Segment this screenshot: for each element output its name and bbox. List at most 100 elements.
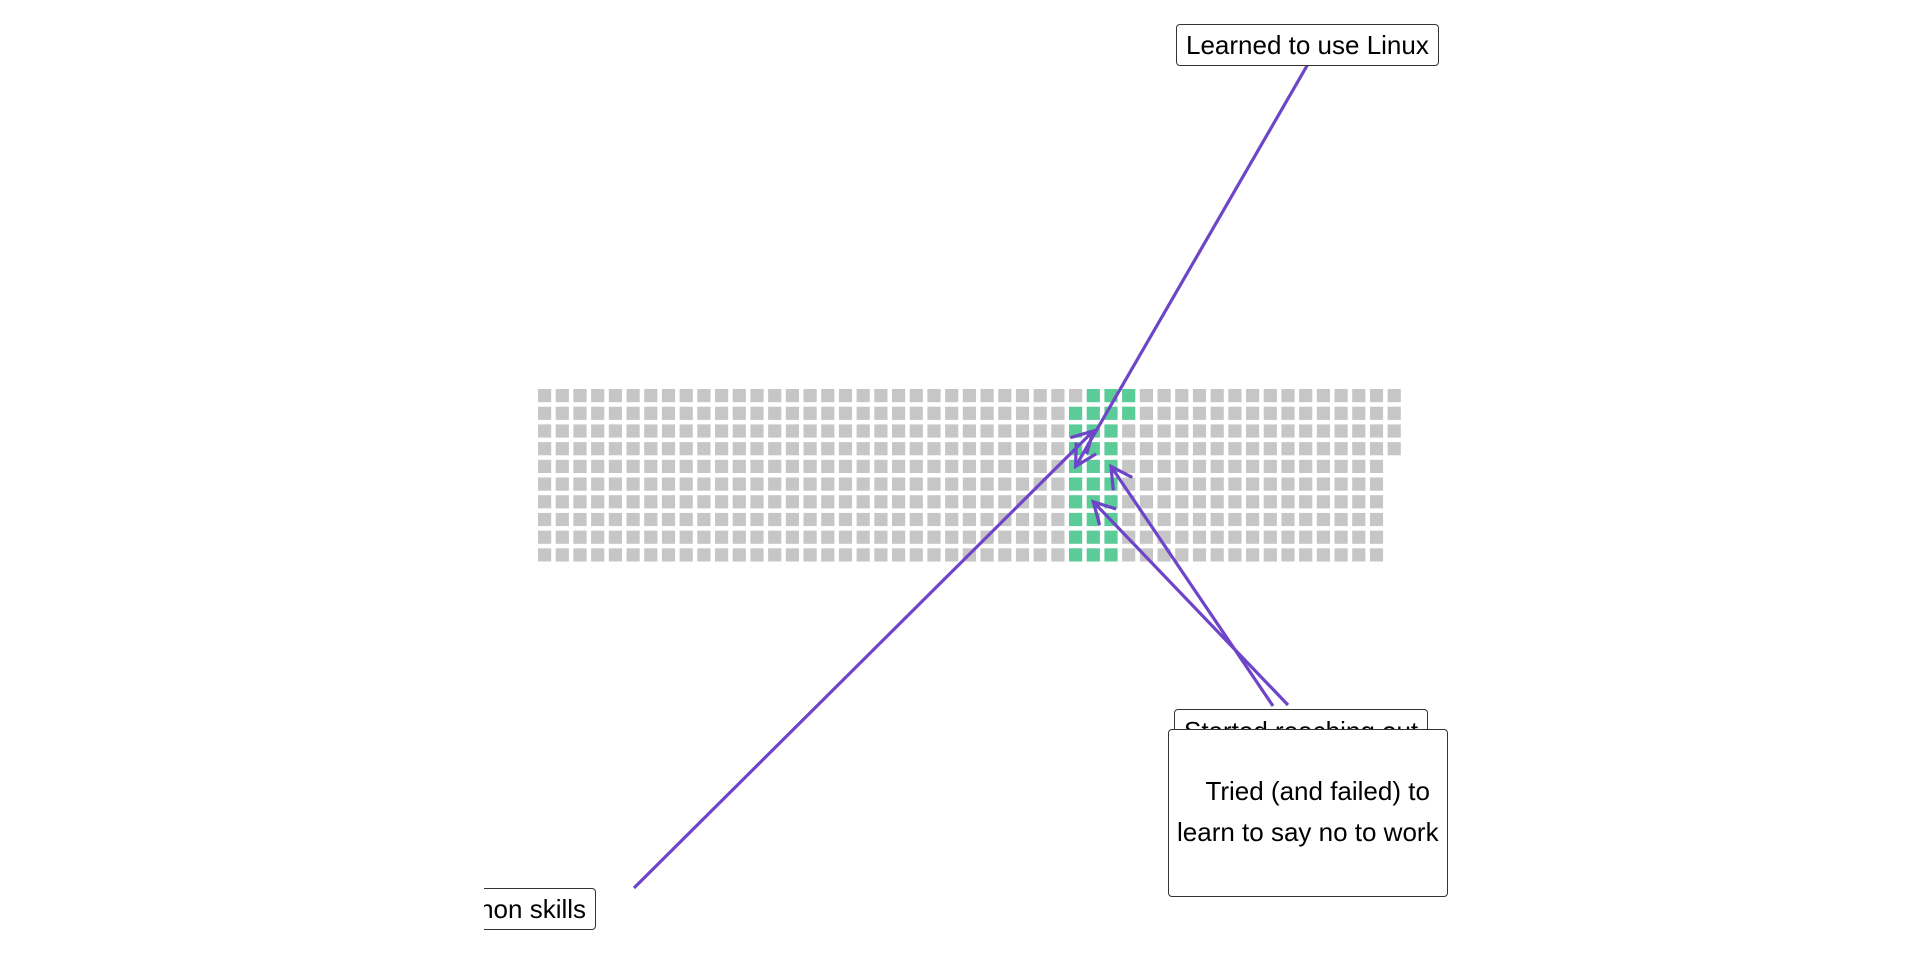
waffle-square — [538, 459, 552, 473]
waffle-square — [927, 406, 941, 420]
waffle-square — [538, 424, 552, 438]
waffle-square — [892, 548, 906, 562]
waffle-square — [1051, 495, 1065, 509]
waffle-square — [998, 406, 1012, 420]
waffle-square — [715, 406, 729, 420]
waffle-square — [980, 442, 994, 456]
waffle-square — [1228, 495, 1242, 509]
waffle-square — [661, 530, 676, 544]
waffle-square — [750, 548, 764, 562]
waffle-square — [1316, 477, 1330, 491]
waffle-square — [1122, 548, 1136, 562]
waffle-square-highlight — [1086, 477, 1100, 491]
waffle-square — [821, 530, 835, 544]
waffle-square — [715, 495, 729, 509]
waffle-square — [1316, 389, 1330, 403]
waffle-square — [1051, 442, 1065, 456]
waffle-square — [998, 459, 1012, 473]
waffle-square — [803, 389, 817, 403]
waffle-square — [785, 424, 799, 438]
waffle-square — [1051, 512, 1065, 527]
waffle-square — [874, 389, 888, 403]
waffle-square — [626, 512, 640, 527]
waffle-square — [1299, 442, 1313, 456]
waffle-square — [1316, 548, 1330, 562]
waffle-square — [1387, 406, 1401, 420]
waffle-square — [909, 424, 923, 438]
waffle-square — [697, 548, 711, 562]
waffle-square — [1015, 477, 1030, 491]
waffle-square — [750, 406, 764, 420]
waffle-square — [679, 495, 693, 509]
arrow-reaching-out — [1090, 499, 1290, 707]
waffle-square — [1210, 389, 1224, 403]
waffle-square — [626, 548, 640, 562]
waffle-square — [715, 442, 729, 456]
waffle-square — [555, 495, 569, 509]
waffle-square — [1139, 495, 1153, 509]
waffle-square — [697, 424, 711, 438]
waffle-square — [715, 530, 729, 544]
waffle-square-highlight — [1086, 530, 1100, 544]
waffle-square — [1210, 442, 1224, 456]
waffle-square — [591, 424, 605, 438]
waffle-square — [768, 548, 782, 562]
waffle-square — [644, 548, 658, 562]
waffle-square — [909, 477, 923, 491]
waffle-square — [1015, 442, 1030, 456]
waffle-square — [1334, 477, 1348, 491]
waffle-square — [821, 548, 835, 562]
waffle-square — [573, 406, 587, 420]
waffle-square — [573, 459, 587, 473]
waffle-square-highlight — [1069, 406, 1083, 420]
waffle-square — [679, 512, 693, 527]
waffle-square — [1299, 459, 1313, 473]
waffle-square — [768, 424, 782, 438]
waffle-square — [785, 512, 799, 527]
waffle-square — [803, 548, 817, 562]
waffle-square — [1033, 495, 1047, 509]
waffle-square-highlight — [1086, 459, 1100, 473]
waffle-square — [892, 389, 906, 403]
waffle-square — [803, 512, 817, 527]
waffle-square — [927, 548, 941, 562]
waffle-square — [679, 424, 693, 438]
waffle-square — [821, 406, 835, 420]
waffle-square — [785, 442, 799, 456]
waffle-square — [1015, 512, 1030, 527]
waffle-square — [1352, 512, 1366, 527]
waffle-square — [626, 424, 640, 438]
waffle-square — [1139, 530, 1153, 544]
waffle-square — [998, 495, 1012, 509]
waffle-square — [785, 530, 799, 544]
waffle-square — [626, 459, 640, 473]
waffle-square — [892, 442, 906, 456]
waffle-square — [732, 495, 746, 509]
waffle-square-highlight — [1122, 406, 1136, 420]
waffle-squares — [538, 389, 1401, 562]
waffle-square — [1246, 495, 1260, 509]
waffle-square — [750, 389, 764, 403]
waffle-square — [697, 530, 711, 544]
waffle-square — [856, 406, 870, 420]
arrow-say-no — [1109, 463, 1275, 707]
waffle-square — [1033, 389, 1047, 403]
waffle-square — [909, 512, 923, 527]
waffle-square — [1334, 530, 1348, 544]
waffle-square — [856, 442, 870, 456]
annotation-label-python: Developed Python skills — [484, 888, 597, 930]
waffle-square — [945, 389, 959, 403]
waffle-square — [1299, 406, 1313, 420]
waffle-square — [927, 424, 941, 438]
waffle-square — [1369, 442, 1384, 456]
waffle-square — [856, 459, 870, 473]
waffle-square — [998, 548, 1012, 562]
waffle-square — [1352, 548, 1366, 562]
waffle-square-highlight — [1069, 548, 1083, 562]
annotation-layer: Learned to use Linux Started reaching ou… — [484, 0, 1456, 960]
waffle-square — [661, 442, 676, 456]
waffle-square — [1157, 406, 1171, 420]
waffle-square — [1281, 389, 1295, 403]
waffle-square — [715, 424, 729, 438]
waffle-square — [1175, 548, 1189, 562]
